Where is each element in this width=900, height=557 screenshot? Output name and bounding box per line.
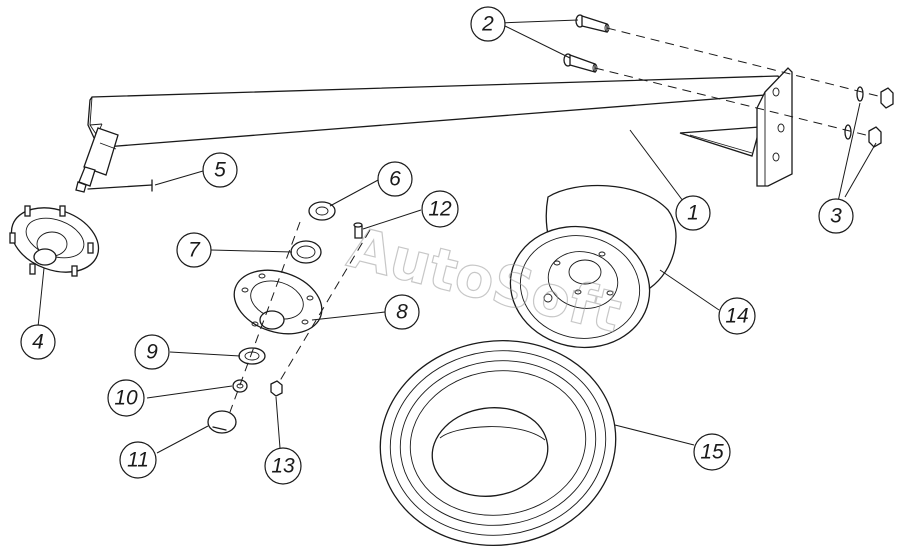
dust-cap — [207, 410, 237, 434]
callout-2: 2 — [470, 6, 506, 42]
callout-label: 4 — [32, 331, 44, 354]
axle-beam — [75, 67, 793, 193]
hub-flange — [233, 269, 323, 335]
callout-label: 10 — [114, 387, 138, 410]
tire — [379, 340, 617, 546]
callout-label: 2 — [481, 13, 494, 36]
callout-label: 14 — [725, 305, 748, 328]
assembly-axis-lines — [229, 27, 883, 413]
callout-12: 12 — [421, 190, 459, 228]
callout-3: 3 — [818, 198, 854, 234]
wheel-hub — [9, 205, 100, 277]
callout-label: 1 — [687, 202, 699, 225]
bearing-outer — [290, 240, 322, 264]
callout-label: 9 — [146, 341, 158, 364]
callout-11: 11 — [119, 441, 157, 479]
cotter-pin — [87, 179, 153, 192]
washer — [308, 201, 336, 221]
callout-10: 10 — [107, 379, 145, 417]
callout-label: 13 — [271, 455, 295, 478]
callout-5: 5 — [202, 152, 238, 188]
castle-nut — [232, 379, 248, 393]
bolt-upper — [575, 14, 610, 33]
wheel-rim — [509, 184, 677, 349]
bolt-lower — [563, 53, 598, 73]
nut-washer-set — [844, 86, 894, 148]
callout-13: 13 — [264, 447, 302, 485]
callout-15: 15 — [693, 433, 731, 471]
callout-8: 8 — [384, 294, 420, 330]
callout-9: 9 — [134, 334, 170, 370]
callout-label: 15 — [700, 441, 724, 464]
callout-1: 1 — [675, 195, 711, 231]
callout-14: 14 — [718, 297, 756, 335]
callout-4: 4 — [20, 324, 56, 360]
callout-label: 5 — [214, 159, 226, 182]
callout-label: 3 — [830, 205, 842, 228]
wheel-stud — [353, 222, 363, 239]
callout-label: 8 — [396, 301, 408, 324]
callout-label: 12 — [428, 198, 452, 221]
leader-lines — [37, 19, 877, 454]
bearing-inner — [238, 347, 266, 365]
callout-6: 6 — [377, 161, 413, 197]
callout-label: 11 — [127, 449, 149, 472]
callout-label: 7 — [188, 239, 201, 262]
lug-nut — [270, 380, 283, 397]
callout-7: 7 — [176, 232, 212, 268]
callout-label: 6 — [389, 168, 401, 191]
